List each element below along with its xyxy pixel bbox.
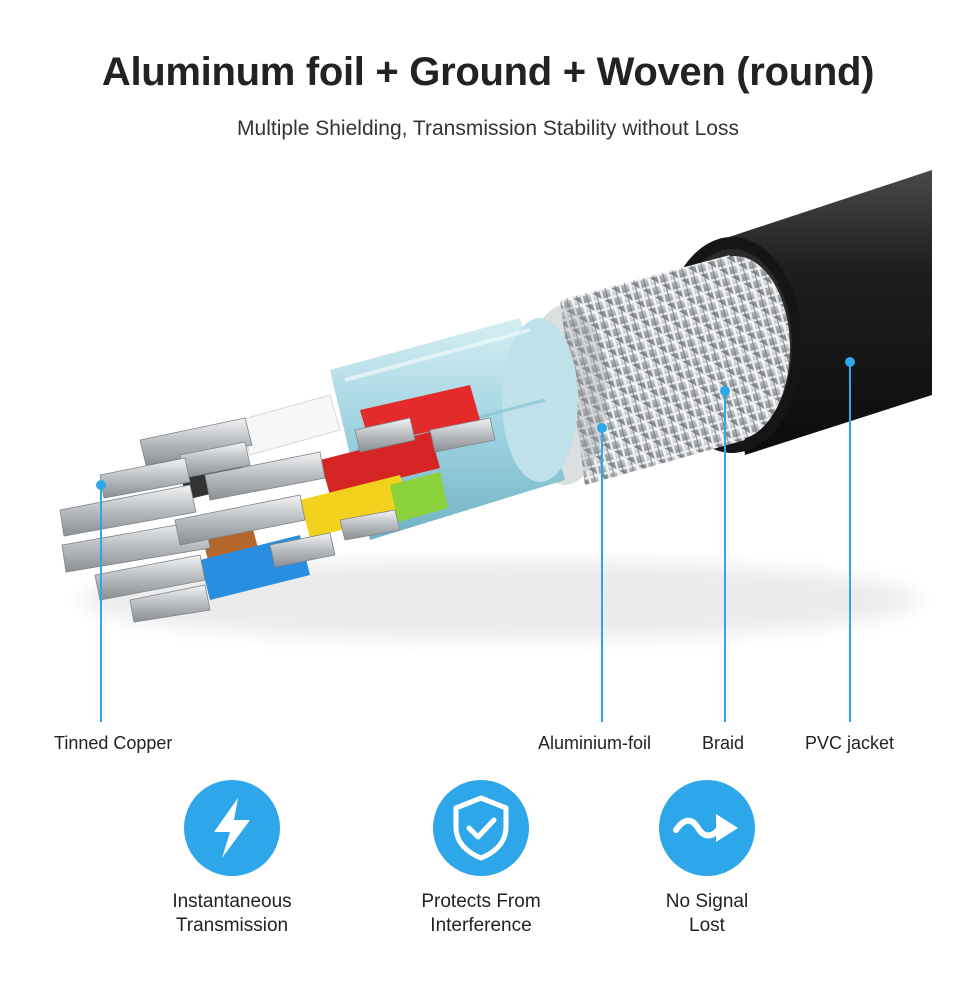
shield-check-icon <box>433 780 529 876</box>
feature-no-signal-lost: No Signal Lost <box>587 780 827 938</box>
feature-caption-line2: Transmission <box>175 915 289 936</box>
feature-protects-from-interference: Protects From Interference <box>361 780 601 938</box>
tinned-copper-strands <box>59 417 496 623</box>
feature-caption-line1: Protects From <box>421 891 541 912</box>
wave-arrow-icon <box>659 780 755 876</box>
page-subtitle: Multiple Shielding, Transmission Stabili… <box>237 117 739 140</box>
callout-braid: Braid <box>702 733 745 753</box>
lightning-bolt-icon <box>184 780 280 876</box>
callout-lines <box>100 362 851 722</box>
feature-caption-line1: No Signal <box>665 891 749 912</box>
feature-caption-line1: Instantaneous <box>172 891 292 912</box>
feature-instantaneous-transmission: Instantaneous Transmission <box>112 780 352 938</box>
feature-caption-line2: Lost <box>689 915 725 936</box>
callout-tinned-copper: Tinned Copper <box>54 733 173 753</box>
feature-caption-line2: Interference <box>430 915 532 936</box>
callout-dots <box>96 357 855 490</box>
callout-pvc-jacket: PVC jacket <box>805 733 895 753</box>
page-title: Aluminum foil + Ground + Woven (round) <box>101 50 875 94</box>
callout-aluminium-foil: Aluminium-foil <box>538 733 652 753</box>
